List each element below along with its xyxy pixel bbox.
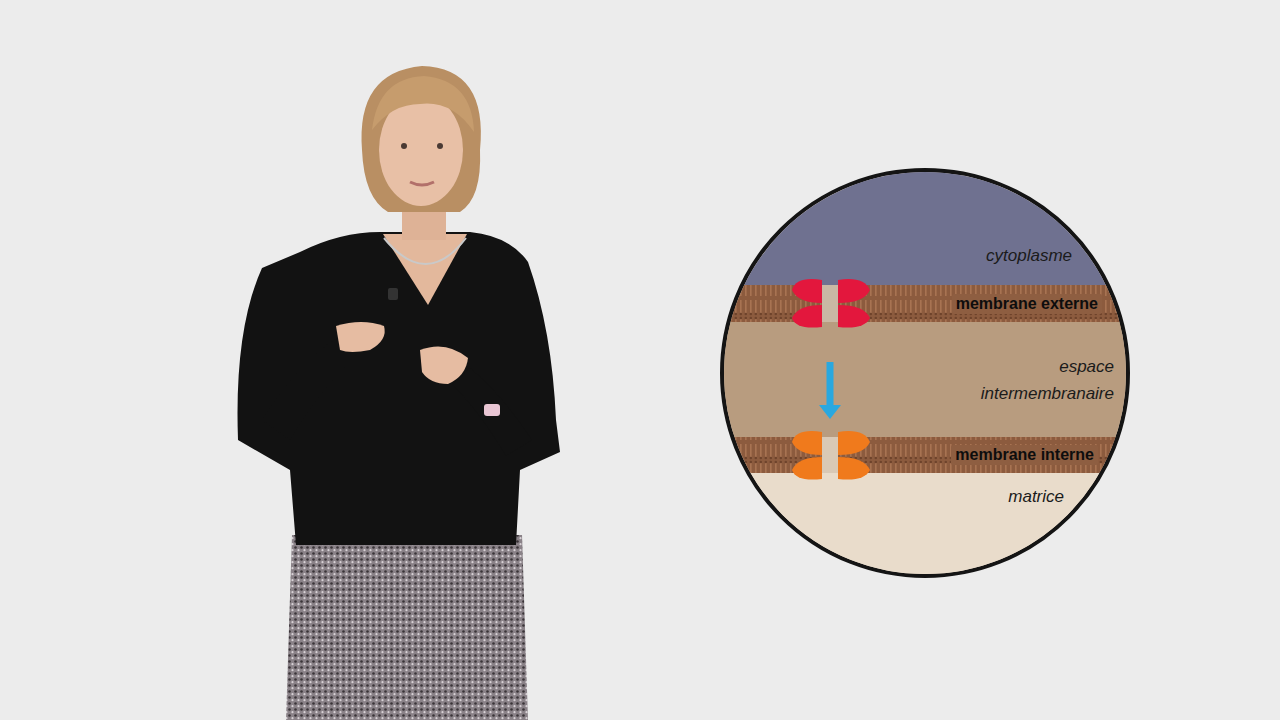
intermembrane-region: espace intermembranaire (724, 322, 1126, 437)
transport-arrow (819, 362, 841, 419)
region-label: matrice (1008, 483, 1064, 510)
region-label: cytoplasme (986, 242, 1072, 269)
cytoplasm-region: cytoplasme (724, 172, 1126, 285)
outer-membrane-band: membrane externe (724, 285, 1126, 322)
membrane-label: membrane externe (952, 294, 1102, 314)
mitochondrion-zoom: cytoplasme membrane externe espace interme… (720, 168, 1130, 578)
membrane-label: membrane interne (951, 445, 1098, 465)
inner-membrane-band: membrane interne (724, 437, 1126, 473)
region-label: espace intermembranaire (954, 353, 1114, 407)
matrix-region: matrice (724, 473, 1126, 574)
